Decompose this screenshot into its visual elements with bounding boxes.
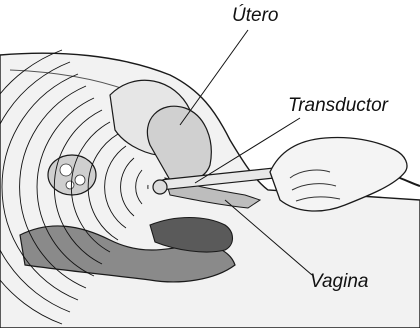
transducer-label: Transductor <box>288 96 388 115</box>
uterus-label: Útero <box>232 6 278 25</box>
follicle <box>60 164 72 176</box>
follicle <box>66 181 74 189</box>
follicle <box>75 175 85 185</box>
vagina-label: Vagina <box>310 272 368 291</box>
uterus-leader <box>180 30 248 125</box>
probe-tip <box>153 180 167 194</box>
